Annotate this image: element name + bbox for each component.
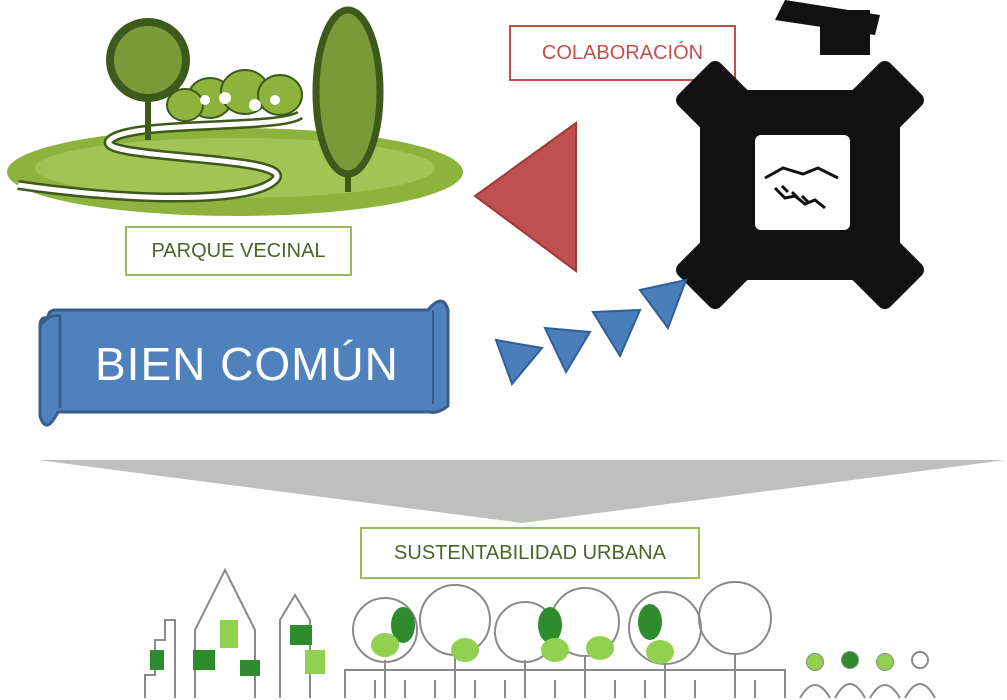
- collaboration-label: COLABORACIÓN: [509, 25, 736, 81]
- park-illustration: [7, 6, 463, 216]
- blue-arrow-4: [638, 278, 688, 331]
- park-label-text: PARQUE VECINAL: [151, 239, 326, 262]
- park-label: PARQUE VECINAL: [125, 226, 352, 276]
- sustainability-label: SUSTENTABILIDAD URBANA: [360, 527, 700, 579]
- sustainability-label-text: SUSTENTABILIDAD URBANA: [394, 541, 666, 564]
- blue-arrow-sequence: [494, 278, 688, 386]
- banner-text: BIEN COMÚN: [95, 338, 399, 390]
- blue-arrow-3: [591, 308, 642, 359]
- gray-down-arrow: [38, 460, 1006, 523]
- common-good-banner: [38, 299, 450, 427]
- blue-arrow-1: [494, 338, 544, 386]
- collaboration-label-text: COLABORACIÓN: [541, 41, 704, 64]
- joined-hands-icon: [676, 0, 924, 309]
- handshake-icon: [764, 166, 839, 210]
- city-skyline-illustration: [144, 567, 936, 699]
- blue-arrow-2: [543, 326, 592, 375]
- red-arrow-triangle: [473, 121, 577, 273]
